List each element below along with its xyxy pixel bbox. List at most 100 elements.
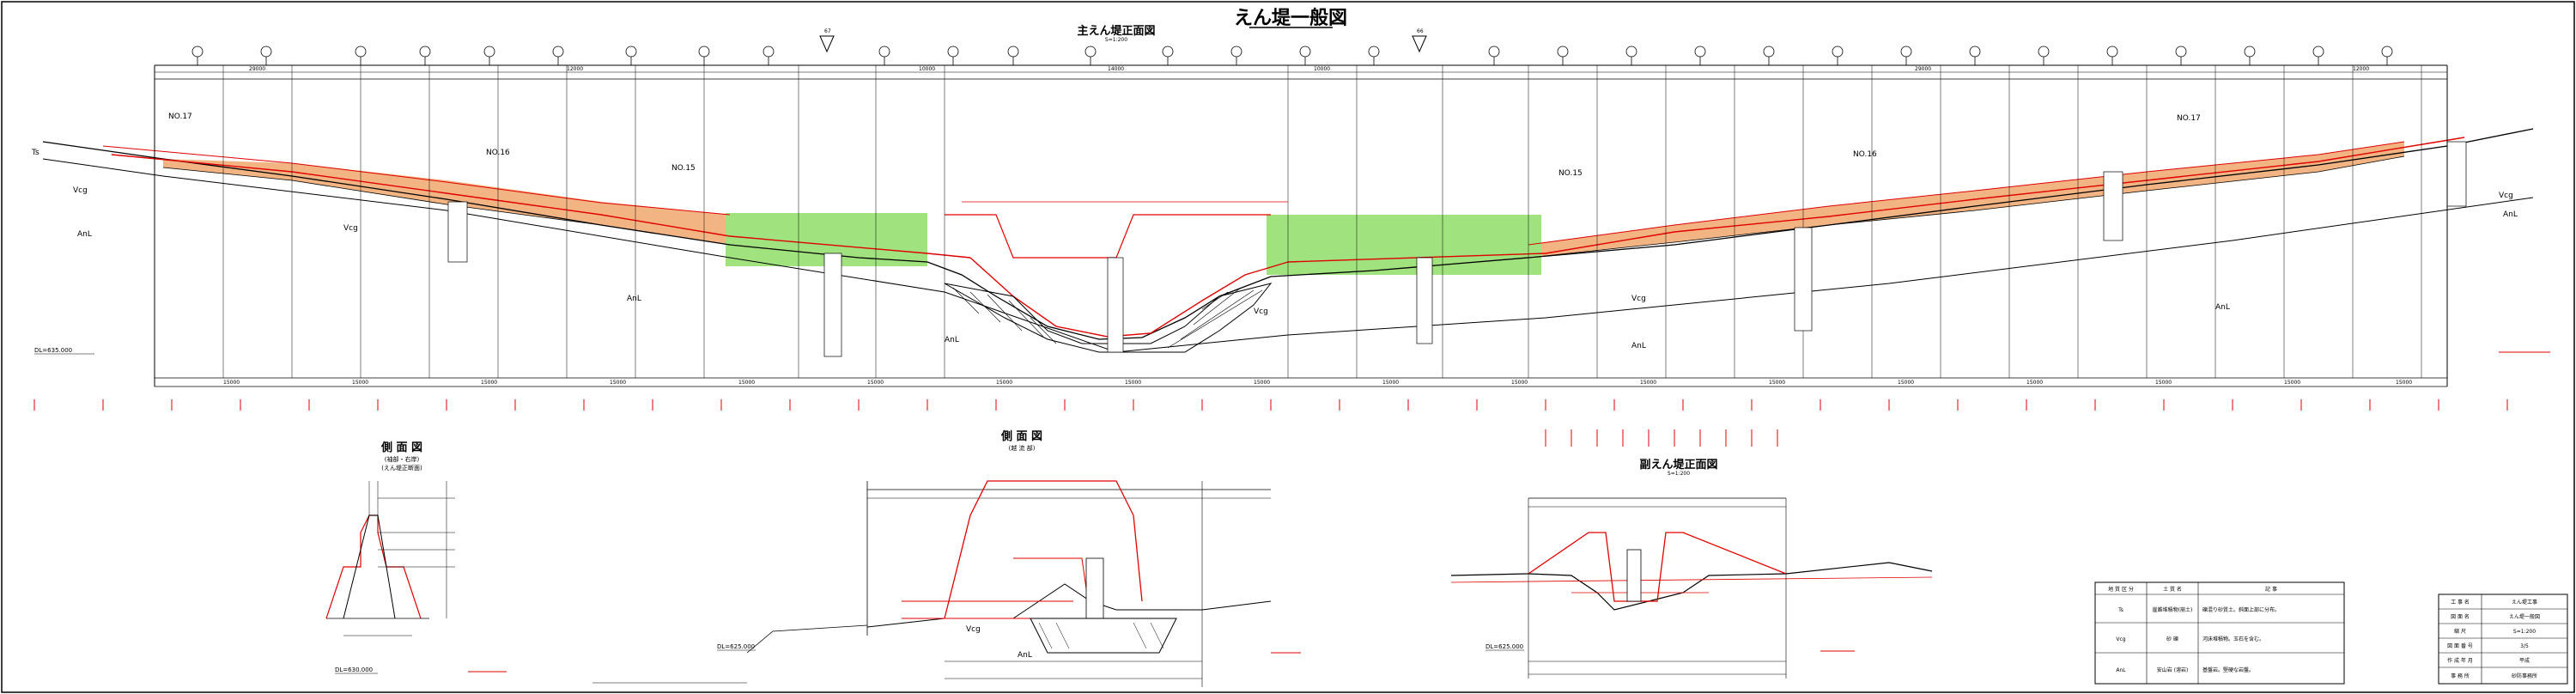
triangle-marker <box>1412 35 1427 53</box>
dim-text: 15000 <box>223 380 240 386</box>
sub-front-view: 副えん堤正面図 S=1:200 DL=625.000 <box>1450 429 1933 679</box>
dim-text: 15000 <box>1898 380 1914 386</box>
fill-zone-green-right <box>1267 215 1541 275</box>
dim-text: 15000 <box>1769 380 1785 386</box>
front-view-title: 主えん堤正面図 <box>1077 24 1155 38</box>
dim-text: 10000 <box>1314 66 1330 72</box>
stratum-label: Vcg <box>343 224 358 233</box>
dim-text: 15000 <box>2155 380 2172 386</box>
legend-name: 崖錐堆積物(崩土) <box>2153 606 2193 613</box>
red-tick-row <box>33 399 2508 411</box>
title-block-value: えん堤一般図 <box>2509 613 2540 620</box>
dim-text: 15000 <box>352 380 368 386</box>
stratum-label: Ts <box>31 149 39 157</box>
survey-markers <box>191 46 2393 65</box>
marker-label: 66 <box>1417 28 1424 34</box>
stratum-label: AnL <box>2503 210 2518 219</box>
station-label: NO.16 <box>486 149 510 157</box>
station-label: NO.17 <box>2177 114 2201 123</box>
dim-text: 15000 <box>867 380 884 386</box>
dim-text: 15000 <box>2284 380 2300 386</box>
legend-name: 安山岩 (溶岩) <box>2157 667 2189 673</box>
side-left-subtitle: (袖部・右岸) <box>385 455 420 463</box>
side-center-title: 側 面 図 <box>1000 429 1042 443</box>
title-block-label: 図 面 名 <box>2451 613 2470 620</box>
dim-text: 12000 <box>2353 66 2369 72</box>
excavation-hatch <box>944 283 1273 353</box>
title-block-value: えん堤工事 <box>2512 599 2537 606</box>
title-block-label: 事 務 所 <box>2451 673 2470 679</box>
stratum-label: AnL <box>1018 651 1032 660</box>
borehole <box>1085 557 1104 619</box>
bottom-dims: 15000 15000 15000 15000 15000 15000 1500… <box>223 380 2412 386</box>
dim-text: 15000 <box>610 380 626 386</box>
station-label: NO.17 <box>168 113 192 121</box>
dim-text: 15000 <box>1511 380 1528 386</box>
datum-label: DL=630.000 <box>335 667 373 673</box>
marker-label: 67 <box>824 28 831 34</box>
legend-note: 河床堆積物。玉石を含む。 <box>2202 636 2264 642</box>
station-label: NO.16 <box>1853 150 1877 159</box>
stratum-label: Vcg <box>966 625 981 634</box>
stratum-label: AnL <box>77 230 92 239</box>
datum-label: DL=625.000 <box>1485 643 1523 650</box>
legend-header: 記 事 <box>2265 586 2277 593</box>
dim-text: 15000 <box>481 380 497 386</box>
front-view: NO.17 NO.16 NO.15 NO.15 NO.16 NO.17 Ts V… <box>31 28 2550 411</box>
title-block-label: 縮 尺 <box>2454 628 2466 635</box>
dim-text: 15000 <box>2026 380 2043 386</box>
title-block: 工 事 名 えん堤工事 図 面 名 えん堤一般図 縮 尺 S=1:200 図 面… <box>2438 594 2568 685</box>
title-block-label: 工 事 名 <box>2451 599 2470 606</box>
dim-text: 14000 <box>1108 66 1124 72</box>
dim-text: 15000 <box>738 380 755 386</box>
borehole <box>1626 549 1642 602</box>
side-left-subtitle: (えん堤正断面) <box>381 464 422 472</box>
station-grid <box>222 65 2422 378</box>
dim-text: 15000 <box>1640 380 1656 386</box>
title-block-label: 図 面 番 号 <box>2447 643 2473 649</box>
drawing-title: えん堤一般図 <box>1234 7 1347 29</box>
stratum-label: Vcg <box>73 186 88 195</box>
station-label: NO.15 <box>671 164 696 173</box>
excavation-hatch <box>1030 618 1177 654</box>
stratum-label: AnL <box>945 336 959 344</box>
side-center-subtitle: (越 流 部) <box>1009 444 1036 452</box>
dim-text: 15000 <box>1382 380 1399 386</box>
title-block-value: 3/5 <box>2520 643 2529 649</box>
stratum-label: AnL <box>2215 303 2230 312</box>
title-block-label: 作 成 年 月 <box>2447 657 2473 664</box>
design-line-right <box>1287 137 2465 263</box>
datum-label: DL=625.000 <box>717 643 755 650</box>
legend-code: Vcg <box>2116 636 2125 642</box>
stratum-label: Vcg <box>1631 295 1646 303</box>
title-block-value: S=1:200 <box>2513 629 2536 635</box>
stratum-label: AnL <box>1631 342 1646 350</box>
triangle-marker <box>819 35 835 53</box>
legend-header: 土 質 名 <box>2163 586 2182 593</box>
side-view-center: 側 面 図 (越 流 部) Vcg AnL DL=625.000 <box>592 429 1301 687</box>
dim-text: 15000 <box>1125 380 1141 386</box>
stratum-label: AnL <box>627 295 641 303</box>
legend-note: 基盤岩。堅硬な岩盤。 <box>2202 667 2254 673</box>
stratum-label: Vcg <box>1254 307 1268 316</box>
sub-front-scale: S=1:200 <box>1668 471 1690 477</box>
sub-front-title: 副えん堤正面図 <box>1639 458 1717 472</box>
dim-text: 15000 <box>2396 380 2412 386</box>
stratum-label: Vcg <box>2499 192 2513 200</box>
side-left-title: 側 面 図 <box>380 441 422 454</box>
dim-text: 29000 <box>249 66 265 72</box>
legend-note: 礫混り砂質土。斜面上部に分布。 <box>2202 606 2280 613</box>
datum-label: DL=635.000 <box>34 347 72 354</box>
spillway-line <box>969 257 1289 338</box>
legend-header: 地 質 区 分 <box>2108 586 2134 593</box>
legend-code: Ts <box>2117 607 2123 613</box>
station-label: NO.15 <box>1558 169 1583 178</box>
dim-text: 29000 <box>1915 66 1931 72</box>
dim-text: 15000 <box>1254 380 1270 386</box>
side-view-left: 側 面 図 (袖部・右岸) (えん堤正断面) DL=630.000 <box>325 441 507 674</box>
title-block-value: 平成 <box>2519 657 2530 664</box>
legend-name: 砂 礫 <box>2166 636 2178 642</box>
boreholes <box>447 141 2467 357</box>
